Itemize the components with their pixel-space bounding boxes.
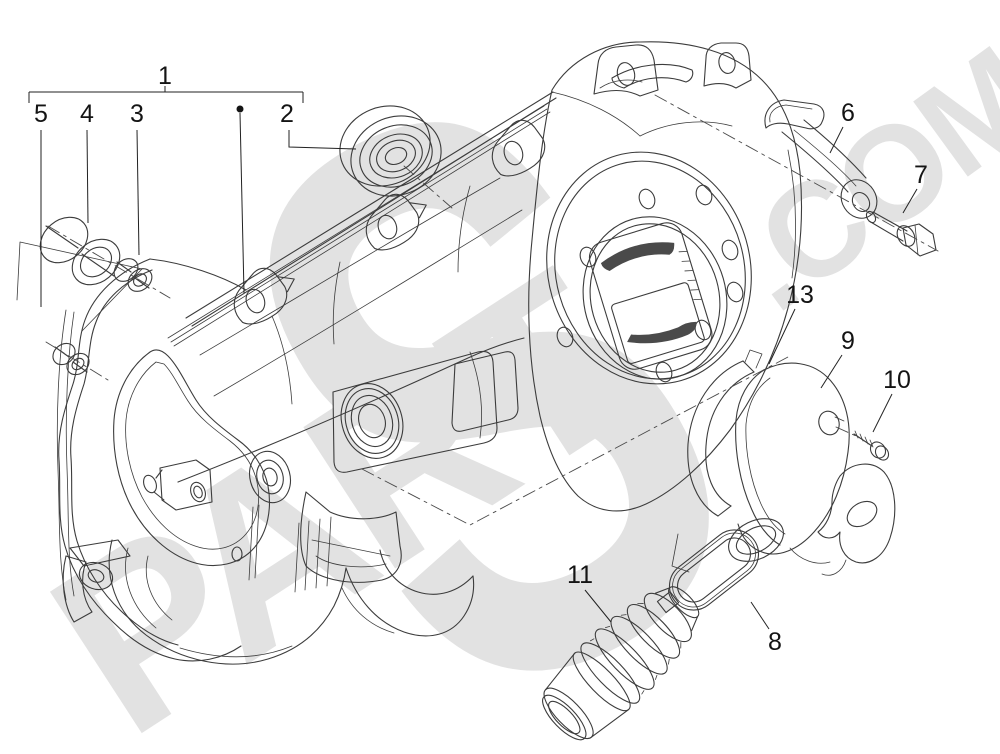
callout-13: 13 [786,281,814,309]
callout-2: 2 [280,100,294,128]
crankcase-cover [528,41,803,512]
part-oval-gasket [656,529,760,614]
inner-cover [16,241,293,662]
callout-1: 1 [158,62,172,90]
cover-top-lug-right [703,42,752,89]
cable-guide-lug-2 [365,193,427,251]
callout-6: 6 [841,99,855,127]
callout-9: 9 [841,327,855,355]
cable-guide-lug-1 [233,267,295,325]
callout-leaders [28,86,918,630]
callout-10: 10 [883,366,911,394]
part-strap-bracket [764,99,878,219]
cable-guide-lug-3 [491,119,546,177]
callout-8: 8 [768,628,782,656]
callout-labels: 1 5 4 3 2 6 7 13 9 10 8 11 [34,62,928,656]
fender-lower-cover [108,539,475,665]
crankcase-body [167,91,557,593]
cover-top-lug-left [593,44,659,97]
callout-3: 3 [130,100,144,128]
callout-dot [236,105,244,113]
part-bush [113,258,153,292]
part-sleeve [39,216,121,286]
part-screw [853,430,890,461]
part-bellows-hose [542,586,700,741]
watermark-com-text: .COM [704,20,1000,340]
part-small-cover [728,362,896,576]
pickup-sensor [143,459,213,511]
cover-center-plate [588,222,713,370]
axis-lines [45,94,939,526]
callout-7: 7 [914,161,928,189]
callout-11: 11 [567,561,593,589]
part-bearing [339,105,442,197]
callout-5: 5 [34,100,48,128]
callout-4: 4 [80,100,94,128]
